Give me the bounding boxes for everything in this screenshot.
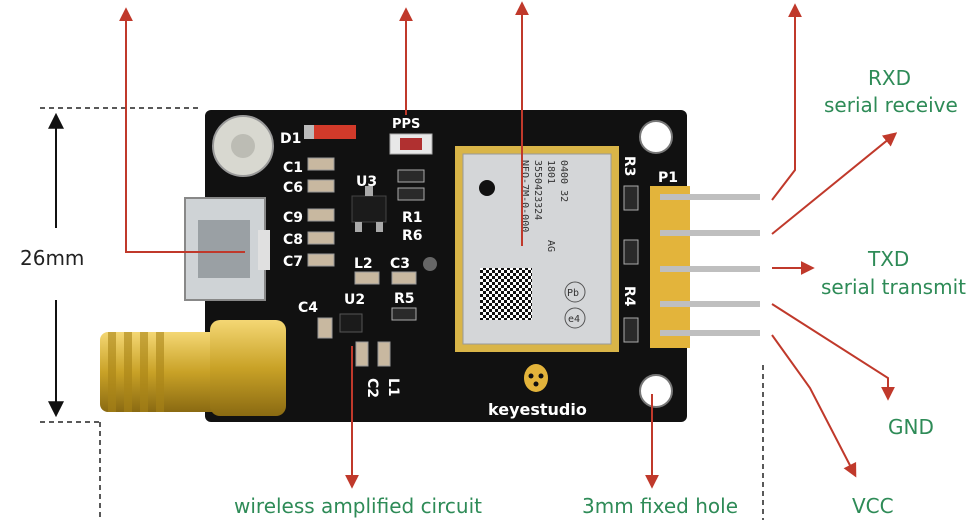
silk-p1: P1	[658, 170, 678, 186]
silk-c2: C2	[364, 378, 380, 398]
label-wireless: wireless amplified circuit	[234, 494, 482, 518]
silk-l2: L2	[354, 256, 373, 272]
ladybug-logo	[524, 364, 548, 392]
silk-c7: C7	[283, 254, 303, 270]
resistor-r1	[397, 169, 425, 183]
module-line4: 0400 32	[558, 160, 569, 202]
inductor-l1	[377, 341, 391, 367]
battery-center	[231, 134, 255, 158]
capacitor-c3	[391, 271, 417, 285]
label-txd-title: TXD	[867, 247, 909, 271]
silk-l1: L1	[385, 378, 401, 397]
silk-r4: R4	[621, 286, 637, 307]
mounting-hole-top	[639, 120, 673, 154]
module-line1: NEO-7M-0-000	[519, 160, 530, 232]
module-line2: 3550423324	[532, 160, 543, 220]
silk-r1: R1	[402, 210, 423, 226]
amplifier-u2	[339, 313, 363, 333]
arrow-vcc	[771, 334, 857, 478]
pin-header-p1	[650, 186, 760, 348]
usb-pins	[258, 230, 270, 270]
module-line3: 1801	[545, 160, 556, 184]
dimension-label: 26mm	[20, 246, 84, 270]
silk-u2: U2	[344, 292, 365, 308]
label-hole: 3mm fixed hole	[582, 494, 738, 518]
arrow-top-pin	[771, 3, 802, 201]
resistor-r4-a	[623, 239, 639, 265]
gps-module: NEO-7M-0-000 3550423324 1801 0400 32 AG …	[455, 146, 619, 352]
annotation-arrows	[119, 1, 898, 489]
dimension-marker: 26mm	[20, 107, 200, 520]
resistor-r4-b	[623, 317, 639, 343]
arrow-gnd	[771, 303, 895, 401]
silk-d1: D1	[280, 131, 301, 147]
inductor-l2	[354, 271, 380, 285]
silk-r3: R3	[621, 156, 637, 177]
silk-u3: U3	[356, 174, 377, 190]
mounting-hole-bottom	[639, 374, 673, 408]
silk-c4: C4	[298, 300, 318, 316]
resistor-r3	[623, 185, 639, 211]
capacitor-group	[307, 157, 335, 267]
silk-pps: PPS	[392, 117, 420, 132]
silk-c3: C3	[390, 256, 410, 272]
label-txd-desc: serial transmit	[821, 275, 966, 299]
label-rxd-desc: serial receive	[824, 93, 958, 117]
silk-c6: C6	[283, 180, 303, 196]
resistor-r5	[391, 307, 417, 321]
module-qr-code	[480, 268, 532, 320]
capacitor-c2	[355, 341, 369, 367]
label-rxd-title: RXD	[868, 66, 911, 90]
label-vcc: VCC	[852, 494, 894, 518]
module-badge-pb: Pb	[567, 288, 579, 299]
silk-c1: C1	[283, 160, 303, 176]
silk-r5: R5	[394, 291, 415, 307]
arrow-usb	[119, 7, 245, 253]
capacitor-c4	[317, 317, 333, 339]
test-pad	[423, 257, 437, 271]
silk-c8: C8	[283, 232, 303, 248]
resistor-r6	[397, 187, 425, 201]
sma-connector	[100, 320, 286, 416]
regulator-u3	[351, 195, 387, 223]
gps-board: NEO-7M-0-000 3550423324 1801 0400 32 AG …	[184, 110, 760, 422]
usb-opening	[198, 220, 250, 278]
diode-d1	[304, 125, 356, 139]
arrow-rxd	[771, 132, 898, 235]
sma-elbow	[210, 320, 286, 416]
silk-r6: R6	[402, 228, 423, 244]
label-gnd: GND	[888, 415, 934, 439]
silk-c9: C9	[283, 210, 303, 226]
module-badge-e4: e4	[568, 314, 580, 325]
module-mark: AG	[545, 240, 556, 252]
brand-text: keyestudio	[488, 400, 587, 419]
